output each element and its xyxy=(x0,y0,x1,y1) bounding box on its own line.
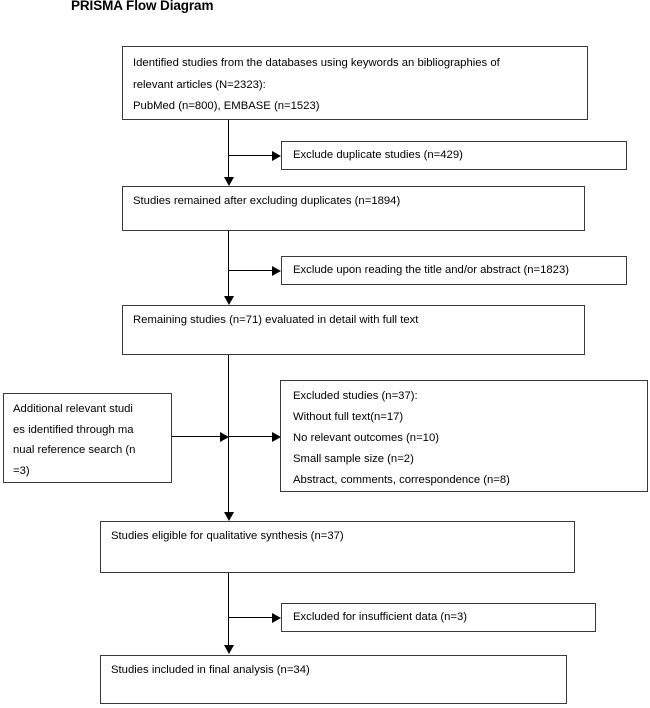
connector-to-exclude-duplicates xyxy=(228,155,273,156)
arrow-additional-to-spine xyxy=(220,432,229,442)
arrow-qualitative-to-final xyxy=(224,645,234,654)
additional-manual-line4: =3) xyxy=(13,465,30,478)
identified-studies-line3: PubMed (n=800), EMBASE (n=1523) xyxy=(133,100,320,113)
page-title: PRISMA Flow Diagram xyxy=(71,0,214,13)
studies-remained-text: Studies remained after excluding duplica… xyxy=(133,195,401,207)
connector-identified-to-remained xyxy=(228,120,229,178)
studies-included-final-box: Studies included in final analysis (n=34… xyxy=(100,655,567,704)
arrow-identified-to-remained xyxy=(224,177,234,186)
additional-manual-line2: es identified through ma xyxy=(13,423,134,436)
connector-remained-to-remaining xyxy=(228,231,229,296)
arrow-remaining-to-qualitative xyxy=(224,512,234,521)
additional-manual-search-box: Additional relevant studi es identified … xyxy=(3,393,172,483)
identified-studies-line2: relevant articles (N=2323): xyxy=(133,78,266,91)
identified-studies-box: Identified studies from the databases us… xyxy=(122,46,588,120)
excluded-studies-heading: Excluded studies (n=37): xyxy=(293,390,418,402)
arrow-to-exclude-title-abstract xyxy=(272,266,281,276)
exclude-duplicate-studies-text: Exclude duplicate studies (n=429) xyxy=(293,149,463,161)
connector-qualitative-to-final xyxy=(228,573,229,646)
exclude-title-abstract-box: Exclude upon reading the title and/or ab… xyxy=(281,256,627,285)
connector-to-excluded-insufficient xyxy=(228,617,273,618)
arrow-to-exclude-duplicates xyxy=(272,151,281,161)
studies-eligible-qualitative-box: Studies eligible for qualitative synthes… xyxy=(100,521,575,573)
additional-manual-line1: Additional relevant studi xyxy=(13,403,133,415)
excluded-reason-3: Abstract, comments, correspondence (n=8) xyxy=(293,474,510,486)
connector-to-excluded-studies xyxy=(228,436,273,437)
remaining-studies-fulltext-text: Remaining studies (n=71) evaluated in de… xyxy=(133,314,419,326)
remaining-studies-fulltext-box: Remaining studies (n=71) evaluated in de… xyxy=(122,305,585,355)
arrow-to-excluded-studies xyxy=(272,432,281,442)
connector-to-exclude-title-abstract xyxy=(228,270,273,271)
excluded-insufficient-data-text: Excluded for insufficient data (n=3) xyxy=(293,611,468,623)
exclude-duplicate-studies-box: Exclude duplicate studies (n=429) xyxy=(281,141,627,170)
excluded-reason-1: No relevant outcomes (n=10) xyxy=(293,432,439,444)
additional-manual-line3: nual reference search (n xyxy=(13,444,136,457)
studies-eligible-qualitative-text: Studies eligible for qualitative synthes… xyxy=(111,530,344,542)
excluded-reason-0: Without full text(n=17) xyxy=(293,411,404,423)
arrow-remained-to-remaining xyxy=(224,296,234,305)
excluded-studies-box: Excluded studies (n=37): Without full te… xyxy=(280,380,648,492)
studies-included-final-text: Studies included in final analysis (n=34… xyxy=(111,664,310,676)
studies-remained-box: Studies remained after excluding duplica… xyxy=(122,186,585,231)
identified-studies-line1: Identified studies from the databases us… xyxy=(133,57,500,69)
connector-additional-to-spine xyxy=(172,436,222,437)
arrow-to-excluded-insufficient xyxy=(272,613,281,623)
excluded-insufficient-data-box: Excluded for insufficient data (n=3) xyxy=(281,603,596,632)
exclude-title-abstract-text: Exclude upon reading the title and/or ab… xyxy=(293,264,570,276)
excluded-reason-2: Small sample size (n=2) xyxy=(293,453,414,465)
